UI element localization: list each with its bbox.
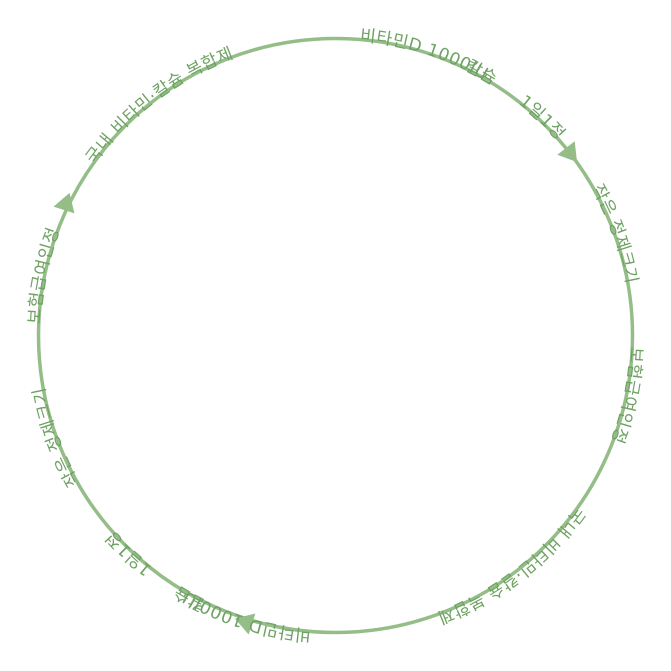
svg-text:작은 정제크기: 작은 정제크기 [587,181,641,285]
label-small: 작은 정제크기 [587,181,640,285]
svg-text:국내 비타민·칼슘 복합제: 국내 비타민·칼슘 복합제 [82,44,236,168]
label-insurance: 보험급여인정 [25,225,64,325]
triangle-arrow-icon [557,141,578,163]
triangle-arrow-icon [53,192,75,214]
label-domestic: 국내 비타민·칼슘 복합제 [82,44,236,168]
svg-text:1일1정: 1일1정 [102,527,156,580]
label-daily: 1일1정 [515,92,569,145]
label-insurance: 보험급여인정 [607,346,646,446]
svg-text:보험급여인정: 보험급여인정 [607,346,646,446]
ring-circle [36,36,635,635]
svg-text:보험급여인정: 보험급여인정 [25,225,64,325]
ring-labels: 비타민D 1000IU 칼슘 1일1정 작은 정제크기 보험급여인정 국내 비타… [25,26,646,645]
svg-text:국내 비타민·칼슘 복합제: 국내 비타민·칼슘 복합제 [435,503,589,627]
svg-text:1일1정: 1일1정 [515,92,569,145]
label-daily: 1일1정 [102,527,156,580]
svg-text:작은 정제크기: 작은 정제크기 [30,386,84,490]
triangle-arrow-icon [234,613,256,635]
label-small: 작은 정제크기 [30,386,84,490]
label-domestic: 국내 비타민·칼슘 복합제 [435,503,589,627]
